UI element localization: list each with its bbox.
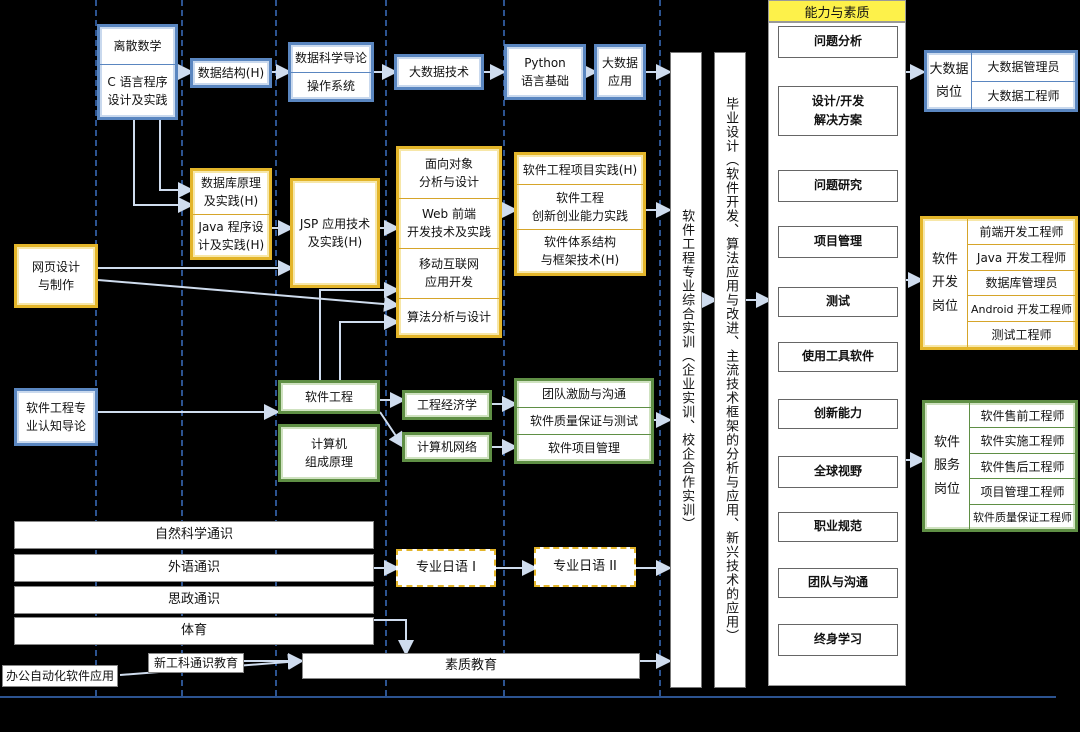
course-web-page-design: 网页设计 与制作: [14, 244, 98, 308]
course-pe: 体育: [14, 617, 374, 645]
course-mobile: 移动互联网 应用开发: [399, 249, 499, 299]
course-ideology: 思政通识: [14, 586, 374, 614]
course-box-discrete-c: 离散数学 C 语言程序 设计及实践: [97, 24, 178, 120]
course-foreign-language: 外语通识: [14, 554, 374, 582]
course-box-db-java: 数据库原理 及实践(H) Java 程序设 计及实践(H): [190, 168, 272, 260]
comprehensive-training-label: 软件工程专业综合实训（企业实训、校企合作实训）: [679, 209, 695, 531]
course-database: 数据库原理 及实践(H): [193, 171, 269, 215]
course-software-engineering: 软件工程: [278, 380, 380, 414]
role-frontend: 前端开发工程师: [968, 219, 1075, 245]
ability-item: 全球视野: [778, 456, 898, 488]
course-eng-economics: 工程经济学: [402, 390, 492, 420]
post-software-dev-title: 软件 开发 岗位: [923, 219, 968, 347]
course-networks: 计算机网络: [402, 432, 492, 462]
course-big-data-tech: 大数据技术: [394, 54, 484, 90]
course-ooad: 面向对象 分析与设计: [399, 149, 499, 199]
post-software-service-title: 软件 服务 岗位: [925, 403, 970, 529]
course-jsp: JSP 应用技术 及实践(H): [290, 178, 380, 288]
course-box-ooad-web-mobile-algo: 面向对象 分析与设计 Web 前端 开发技术及实践 移动互联网 应用开发 算法分…: [396, 146, 502, 338]
course-japanese-2: 专业日语 II: [534, 547, 636, 587]
comprehensive-training-column: 软件工程专业综合实训（企业实训、校企合作实训）: [670, 52, 702, 688]
role-big-data-engineer: 大数据工程师: [987, 88, 1060, 103]
course-c-programming: C 语言程序 设计及实践: [107, 75, 168, 108]
ability-item: 职业规范: [778, 512, 898, 542]
role-dba: 数据库管理员: [968, 271, 1075, 297]
post-big-data: 大数据 岗位 大数据管理员 大数据工程师: [924, 50, 1078, 112]
post-software-service: 软件 服务 岗位 软件售前工程师 软件实施工程师 软件售后工程师 项目管理工程师…: [922, 400, 1078, 532]
course-natural-science: 自然科学通识: [14, 521, 374, 549]
course-ds-intro: 数据科学导论: [291, 45, 371, 73]
role-qa-engineer: 软件质量保证工程师: [973, 510, 1072, 524]
course-se-intro: 软件工程专 业认知导论: [14, 388, 98, 446]
course-web-frontend: Web 前端 开发技术及实践: [399, 199, 499, 249]
course-discrete-math: 离散数学: [100, 27, 175, 66]
course-python: Python 语言基础: [504, 44, 586, 100]
course-team: 团队激励与沟通: [517, 381, 651, 408]
role-android: Android 开发工程师: [968, 296, 1075, 323]
course-office-software: 办公自动化软件应用: [2, 665, 118, 687]
course-computer-org: 计算机 组成原理: [278, 424, 380, 482]
ability-item: 问题研究: [778, 170, 898, 202]
course-qa: 软件质量保证与测试: [517, 408, 651, 435]
course-os: 操作系统: [306, 78, 355, 93]
role-java-dev: Java 开发工程师: [968, 245, 1075, 271]
course-japanese-1: 专业日语 I: [396, 549, 496, 587]
ability-item: 团队与沟通: [778, 568, 898, 598]
post-big-data-title: 大数据 岗位: [927, 53, 972, 109]
role-project-mgmt: 项目管理工程师: [970, 479, 1075, 505]
connectors: [97, 64, 926, 676]
course-architecture: 软件体系结构 与框架技术(H): [540, 235, 620, 268]
semester-dividers: [95, 0, 661, 700]
course-data-structures: 数据结构(H): [190, 58, 272, 88]
role-implementation: 软件实施工程师: [970, 428, 1075, 454]
course-box-team-qa-pm: 团队激励与沟通 软件质量保证与测试 软件项目管理: [514, 378, 654, 464]
role-aftersales: 软件售后工程师: [970, 454, 1075, 480]
course-java: Java 程序设 计及实践(H): [197, 219, 265, 252]
course-se-innovation: 软件工程 创新创业能力实践: [517, 185, 643, 230]
post-software-dev: 软件 开发 岗位 前端开发工程师 Java 开发工程师 数据库管理员 Andro…: [920, 216, 1078, 350]
ability-item: 测试: [778, 287, 898, 317]
ability-item: 创新能力: [778, 399, 898, 429]
course-big-data-app: 大数据 应用: [594, 44, 646, 100]
ability-item: 终身学习: [778, 624, 898, 656]
abilities-header: 能力与素质: [768, 0, 906, 22]
course-box-ds-os: 数据科学导论 操作系统: [288, 42, 374, 102]
graduation-design-column: 毕业设计（软件开发、算法应用与改进、主流技术框架的分析与应用、新兴技术的应用）: [714, 52, 746, 688]
course-box-se-practice: 软件工程项目实践(H) 软件工程 创新创业能力实践 软件体系结构 与框架技术(H…: [514, 152, 646, 276]
course-quality-education: 素质教育: [302, 653, 640, 679]
role-big-data-admin: 大数据管理员: [972, 53, 1075, 82]
graduation-design-label: 毕业设计（软件开发、算法应用与改进、主流技术框架的分析与应用、新兴技术的应用）: [723, 97, 739, 643]
course-se-project: 软件工程项目实践(H): [517, 155, 643, 185]
ability-item: 问题分析: [778, 26, 898, 58]
course-algorithms: 算法分析与设计: [406, 309, 491, 324]
ability-item: 项目管理: [778, 226, 898, 258]
role-presales: 软件售前工程师: [970, 403, 1075, 429]
course-project-mgmt: 软件项目管理: [547, 441, 620, 455]
ability-item: 设计/开发 解决方案: [778, 86, 898, 136]
course-new-engineering: 新工科通识教育: [148, 653, 244, 673]
role-tester: 测试工程师: [991, 328, 1052, 343]
ability-item: 使用工具软件: [778, 342, 898, 372]
